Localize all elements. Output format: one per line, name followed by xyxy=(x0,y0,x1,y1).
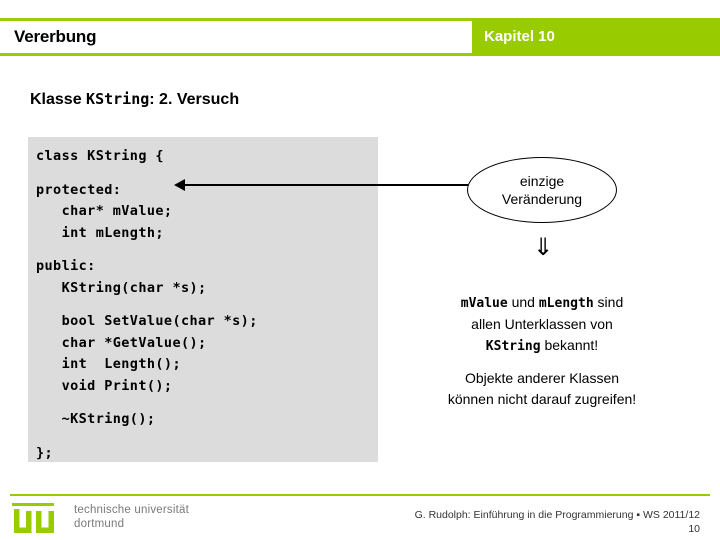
note1-mono-mlength: mLength xyxy=(538,296,594,311)
code-line: void Print(); xyxy=(36,377,173,394)
callout-ellipse: einzige Veränderung xyxy=(467,157,617,223)
note-external-access: Objekte anderer Klassen können nicht dar… xyxy=(386,368,698,410)
note1-mono-kstring: KString xyxy=(485,339,541,354)
code-line: int mLength; xyxy=(36,224,164,241)
note-inheritance-access: mValue und mLength sind allen Unterklass… xyxy=(392,292,692,357)
callout-line-1: einzige xyxy=(519,173,565,189)
tu-logo-text-line-1: technische universität xyxy=(74,504,189,516)
note2-line-1: Objekte anderer Klassen xyxy=(464,370,620,386)
section-heading-prefix: Klasse xyxy=(30,91,87,108)
callout-arrow-line xyxy=(182,184,468,186)
code-spacer xyxy=(36,299,378,311)
header-accent-band xyxy=(472,21,720,53)
code-line: }; xyxy=(36,444,54,461)
code-line: bool SetValue(char *s); xyxy=(36,313,258,329)
note1-text-2: sind xyxy=(593,294,624,310)
callout-line-2: Veränderung xyxy=(501,191,583,207)
note1-text-3: bekannt! xyxy=(540,337,599,353)
section-heading-class-name: KString xyxy=(86,90,150,108)
section-heading: Klasse KString: 2. Versuch xyxy=(30,90,239,109)
code-line: public: xyxy=(36,258,96,274)
code-listing: class KString { protected: char* mValue;… xyxy=(28,137,378,462)
tu-logo-text: technische universität dortmund xyxy=(74,504,189,531)
note1-text-1: und xyxy=(507,294,539,310)
code-line: protected: xyxy=(36,181,122,198)
page-title: Vererbung xyxy=(14,27,97,46)
code-spacer xyxy=(36,431,378,443)
slide-header: Vererbung Kapitel 10 xyxy=(0,18,720,56)
tu-logo-icon xyxy=(12,503,54,533)
footer-divider xyxy=(10,494,710,496)
code-line: KString(char *s); xyxy=(36,279,207,296)
code-spacer xyxy=(36,244,378,256)
code-line: char* mValue; xyxy=(36,203,173,219)
code-line: class KString { xyxy=(36,148,164,164)
note1-mono-mvalue: mValue xyxy=(460,296,508,311)
code-line: char *GetValue(); xyxy=(36,334,207,351)
code-spacer xyxy=(36,397,378,409)
code-spacer xyxy=(36,168,378,180)
footer-credit: G. Rudolph: Einführung in die Programmie… xyxy=(414,509,700,521)
tu-dortmund-logo: technische universität dortmund xyxy=(12,501,212,535)
note2-line-2: können nicht darauf zugreifen! xyxy=(447,391,637,407)
footer-page-number: 10 xyxy=(688,523,700,535)
code-line: ~KString(); xyxy=(36,411,156,427)
double-down-arrow-icon: ⇓ xyxy=(532,233,554,261)
section-heading-suffix: : 2. Versuch xyxy=(149,91,240,108)
code-line: int Length(); xyxy=(36,356,181,372)
chapter-label: Kapitel 10 xyxy=(484,28,555,45)
tu-logo-text-line-2: dortmund xyxy=(74,517,125,530)
callout-arrow-head-icon xyxy=(174,179,185,191)
note1-line-2: allen Unterklassen von xyxy=(471,316,613,332)
